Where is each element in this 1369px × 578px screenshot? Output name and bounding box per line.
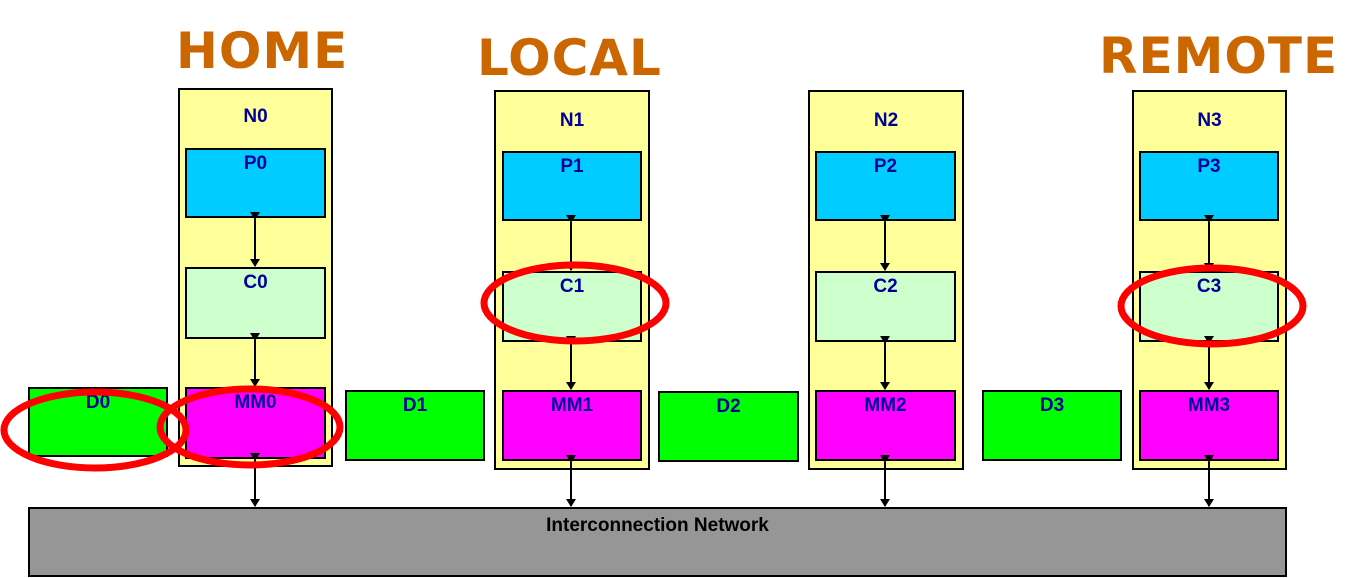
node-label: N2: [873, 110, 899, 131]
cache-c3: C3: [1139, 271, 1279, 342]
interconnection-network: Interconnection Network: [28, 507, 1287, 577]
node-label: N3: [1197, 110, 1222, 131]
directory-d1: D1: [345, 390, 485, 461]
cache-c2: C2: [815, 271, 956, 342]
title-home: HOME: [176, 22, 349, 80]
processor-p3: P3: [1139, 151, 1279, 221]
memory-mm2: MM2: [815, 390, 956, 461]
processor-p2: P2: [815, 151, 956, 221]
directory-d3: D3: [982, 390, 1122, 461]
cache-c1: C1: [502, 271, 642, 342]
node-label: N1: [559, 110, 585, 131]
directory-d2: D2: [658, 391, 799, 462]
memory-mm1: MM1: [502, 390, 642, 461]
title-remote: REMOTE: [1099, 27, 1339, 85]
memory-mm0: MM0: [185, 387, 326, 459]
memory-mm3: MM3: [1139, 390, 1279, 461]
processor-p0: P0: [185, 148, 326, 218]
node-label: N0: [243, 106, 268, 127]
processor-p1: P1: [502, 151, 642, 221]
cache-c0: C0: [185, 267, 326, 339]
directory-d0: D0: [28, 387, 168, 457]
title-local: LOCAL: [477, 29, 662, 87]
